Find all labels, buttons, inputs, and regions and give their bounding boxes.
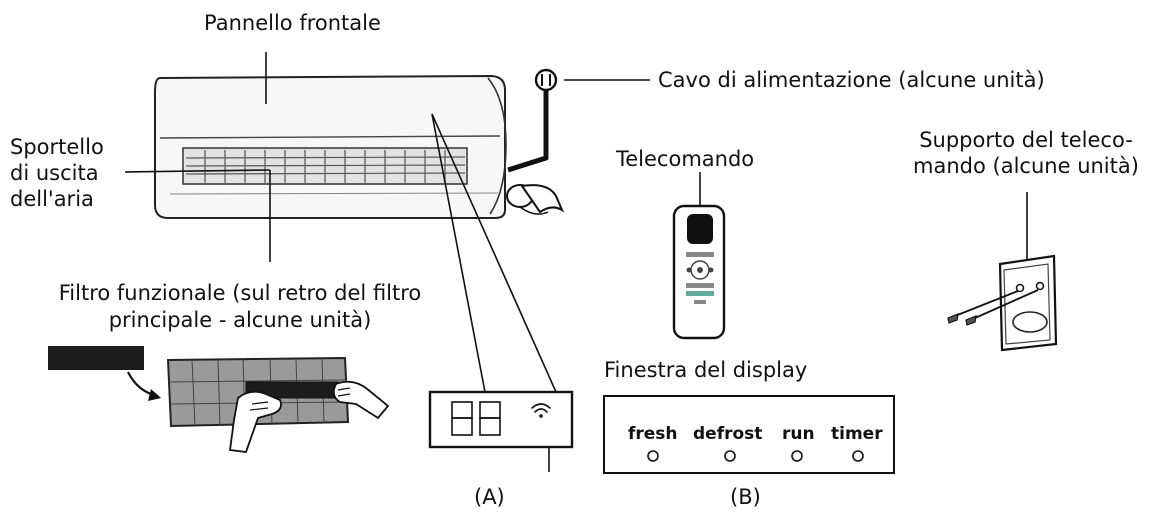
remote-screen (687, 214, 713, 244)
unit-body (154, 74, 506, 219)
indicator-label-fresh: fresh (628, 424, 678, 444)
drain-hose (506, 184, 565, 215)
display-a-digits (451, 401, 501, 436)
leader-lines (124, 52, 1028, 472)
wifi-icon (531, 403, 551, 418)
display-b (603, 395, 895, 474)
indicator-label-timer: timer (831, 424, 883, 444)
indicator-label-run: run (782, 424, 815, 444)
functional-filter-illustration (48, 346, 390, 453)
indicator-led-timer (852, 450, 864, 462)
label-remote: Telecomando (616, 147, 755, 171)
indicator-led-defrost (724, 450, 736, 462)
remote-control (672, 204, 726, 340)
label-display-b: (B) (730, 485, 761, 509)
display-a (428, 390, 574, 449)
power-plug (534, 68, 558, 92)
label-filter-line1: Filtro funzionale (sul retro del filtro (58, 281, 422, 305)
label-display-a: (A) (474, 485, 505, 509)
label-filter-line2: principale - alcune unità) (108, 308, 372, 332)
label-display-window: Finestra del display (604, 358, 808, 382)
indicator-label-defrost: defrost (693, 424, 763, 444)
remote-holder (947, 254, 1058, 352)
indoor-unit (154, 68, 565, 219)
label-outlet-line1: Sportello (10, 135, 104, 159)
power-cable (507, 90, 549, 173)
label-front-panel: Pannello frontale (204, 11, 381, 35)
indicator-led-run (791, 450, 803, 462)
functional-filter (48, 346, 144, 370)
indicator-led-fresh (647, 450, 659, 462)
label-power-cable: Cavo di alimentazione (alcune unità) (658, 68, 1045, 92)
left-hand (228, 390, 282, 453)
label-holder-line1: Supporto del teleco- (919, 128, 1133, 152)
right-hand (332, 380, 390, 420)
label-outlet-line3: dell'aria (10, 187, 94, 211)
label-outlet-line2: di uscita (10, 161, 99, 185)
label-holder-line2: mando (alcune unità) (913, 154, 1139, 178)
unit-side-cap (487, 77, 507, 215)
